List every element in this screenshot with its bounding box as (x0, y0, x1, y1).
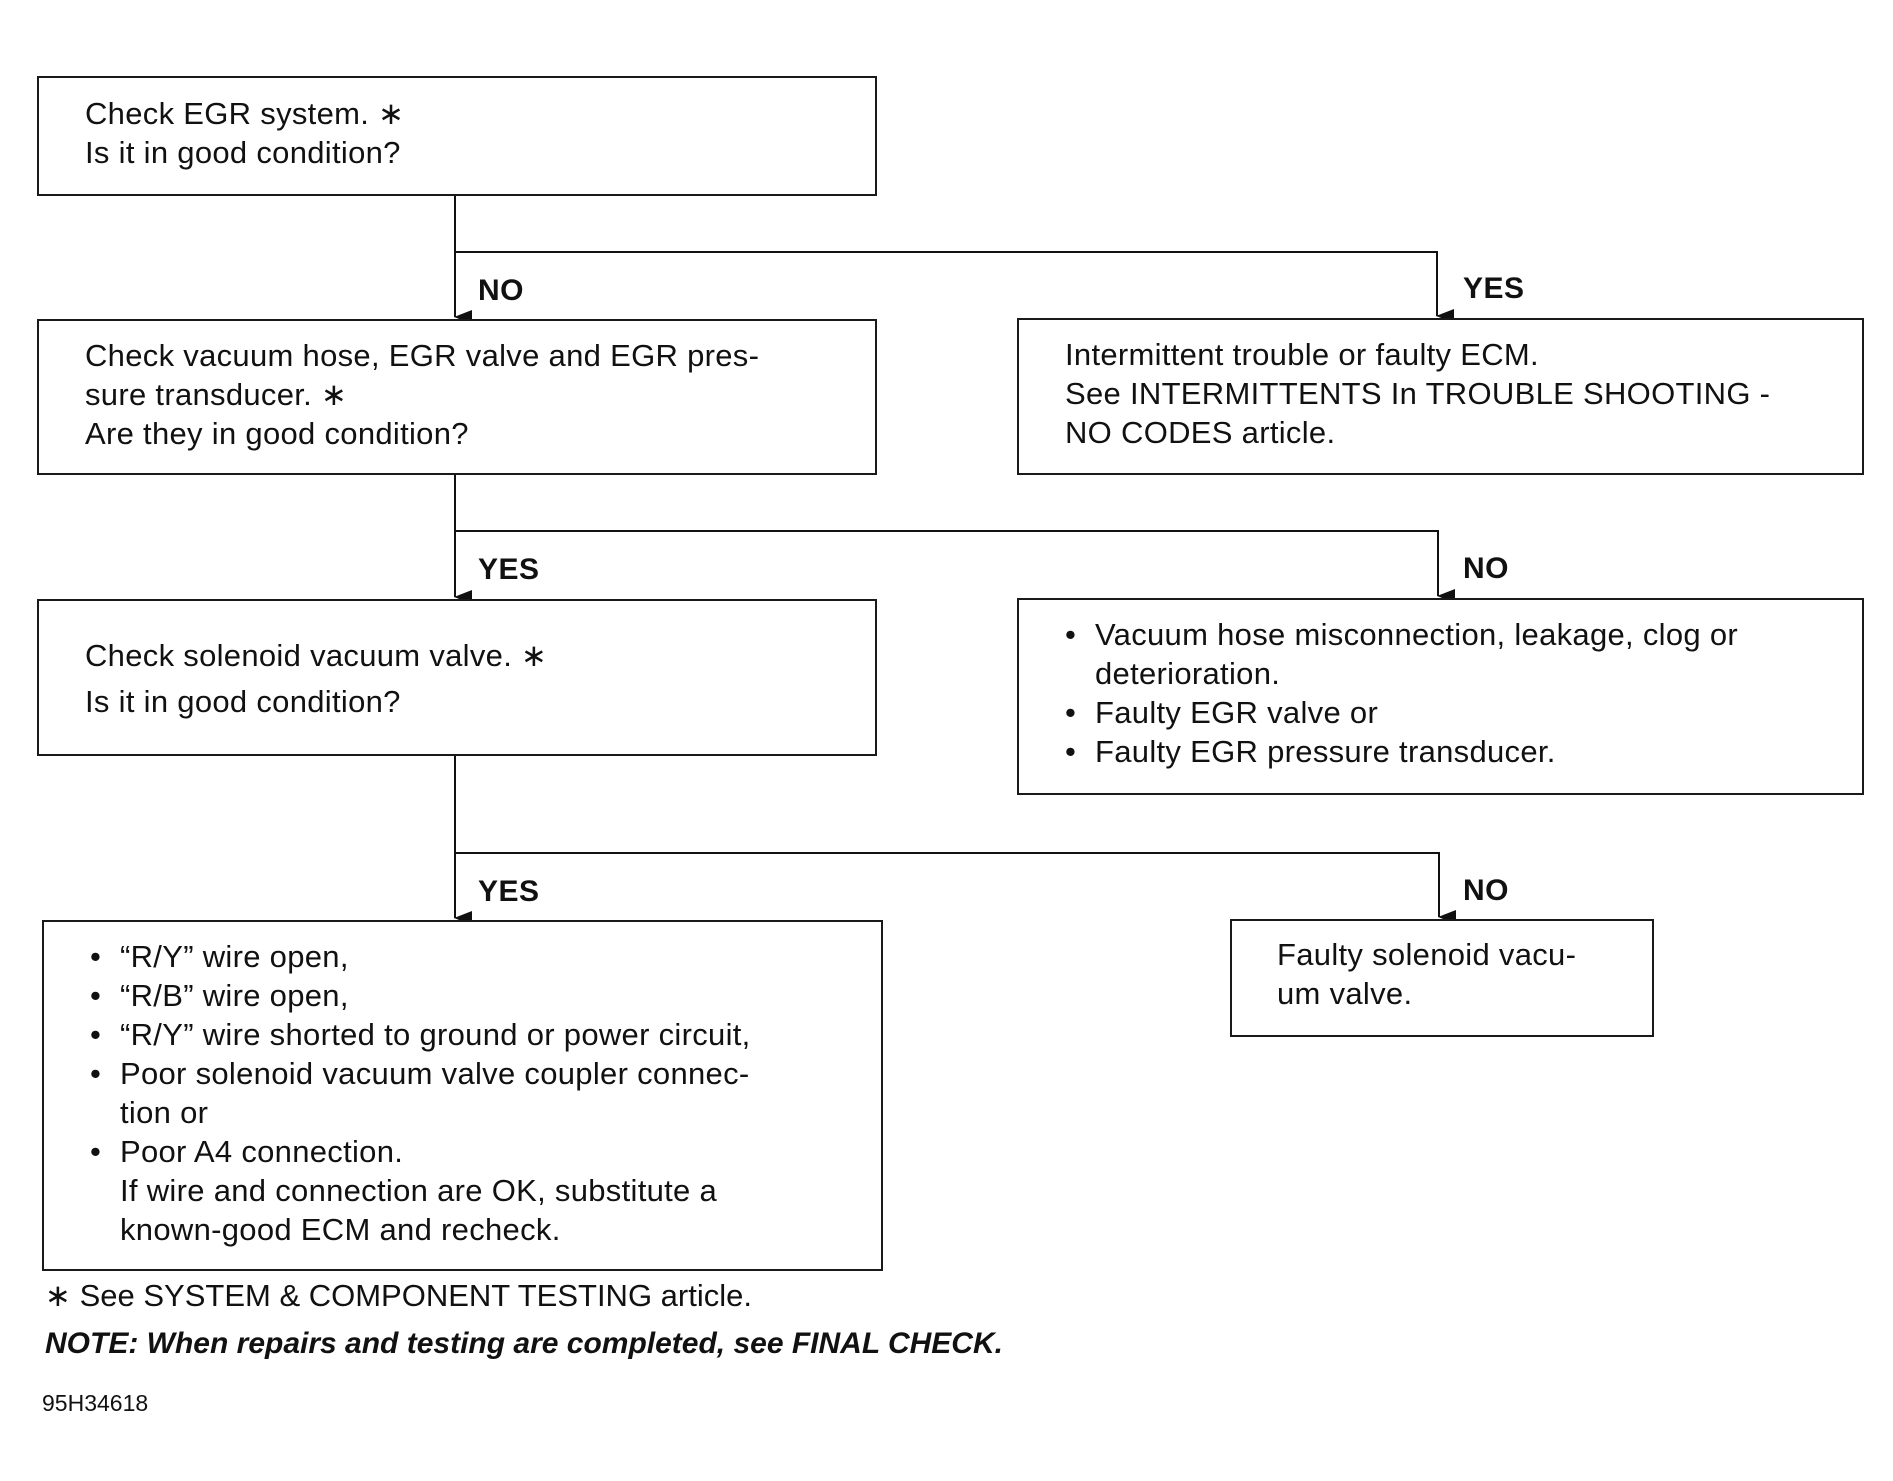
box-text-line: um valve. (1277, 976, 1413, 1011)
list-item: • Faulty EGR pressure transducer. (1065, 732, 1862, 771)
connector-solenoid-to-fault (455, 852, 1456, 924)
box-text-line: See INTERMITTENTS In TROUBLE SHOOTING - (1065, 376, 1771, 411)
box-text-line: Check vacuum hose, EGR valve and EGR pre… (85, 338, 760, 373)
list-item: • Poor solenoid vacuum valve coupler con… (90, 1054, 881, 1132)
connector-vacuum-to-faults (455, 530, 1455, 603)
branch-label-no: NO (478, 274, 524, 307)
bullet-icon: • (1065, 734, 1077, 769)
fault-list: • “R/Y” wire open, • “R/B” wire open, • … (90, 937, 881, 1249)
list-item: • “R/B” wire open, (90, 976, 881, 1015)
list-item-continuation: tion or (120, 1095, 209, 1130)
list-item: • Faulty EGR valve or (1065, 693, 1862, 732)
solenoid-fault-box: Faulty solenoid vacu- um valve. (1230, 919, 1654, 1037)
box-text-line: Intermittent trouble or faulty ECM. (1065, 337, 1539, 372)
list-item-text: Poor A4 connection. (120, 1134, 404, 1169)
vacuum-faults-box: • Vacuum hose misconnection, leakage, cl… (1017, 598, 1864, 795)
branch-label-no: NO (1463, 552, 1509, 585)
branch-label-no: NO (1463, 874, 1509, 907)
list-item-text: “R/Y” wire shorted to ground or power ci… (120, 1017, 751, 1052)
vacuum-hose-check-box: Check vacuum hose, EGR valve and EGR pre… (37, 319, 877, 475)
wire-faults-box: • “R/Y” wire open, • “R/B” wire open, • … (42, 920, 883, 1271)
fault-list: • Vacuum hose misconnection, leakage, cl… (1065, 615, 1862, 771)
list-item: • Vacuum hose misconnection, leakage, cl… (1065, 615, 1862, 693)
list-item: • Poor A4 connection. If wire and connec… (90, 1132, 881, 1249)
connector-egr-to-intermittent (455, 251, 1454, 323)
bullet-icon: • (90, 1056, 102, 1091)
branch-label-yes: YES (478, 875, 540, 908)
bullet-icon: • (90, 1134, 102, 1169)
final-check-note: NOTE: When repairs and testing are compl… (45, 1327, 1003, 1360)
bullet-icon: • (90, 939, 102, 974)
solenoid-valve-check-box: Check solenoid vacuum valve. ∗ Is it in … (37, 599, 877, 756)
list-item-continuation: If wire and connection are OK, substitut… (120, 1173, 718, 1208)
branch-label-yes: YES (1463, 272, 1525, 305)
list-item-text: Vacuum hose misconnection, leakage, clog… (1095, 617, 1739, 652)
box-text-line: sure transducer. ∗ (85, 377, 348, 412)
footnote: ∗ See SYSTEM & COMPONENT TESTING article… (45, 1278, 752, 1313)
bullet-icon: • (1065, 695, 1077, 730)
list-item-continuation: known-good ECM and recheck. (120, 1212, 561, 1247)
box-text-line: Faulty solenoid vacu- (1277, 937, 1577, 972)
list-item-text: Poor solenoid vacuum valve coupler conne… (120, 1056, 750, 1091)
bullet-icon: • (90, 1017, 102, 1052)
list-item-text: Faulty EGR pressure transducer. (1095, 734, 1556, 769)
egr-system-check-box: Check EGR system. ∗ Is it in good condit… (37, 76, 877, 196)
box-text-line: Are they in good condition? (85, 416, 469, 451)
list-item: • “R/Y” wire open, (90, 937, 881, 976)
branch-label-yes: YES (478, 553, 540, 586)
list-item-continuation: deterioration. (1095, 656, 1281, 691)
list-item: • “R/Y” wire shorted to ground or power … (90, 1015, 881, 1054)
figure-id: 95H34618 (42, 1390, 149, 1416)
list-item-text: “R/B” wire open, (120, 978, 349, 1013)
box-text-line: Check solenoid vacuum valve. ∗ (85, 638, 548, 673)
bullet-icon: • (1065, 617, 1077, 652)
box-text-line: Is it in good condition? (85, 684, 401, 719)
bullet-icon: • (90, 978, 102, 1013)
box-text-line: Check EGR system. ∗ (85, 96, 405, 131)
list-item-text: Faulty EGR valve or (1095, 695, 1379, 730)
box-text-line: NO CODES article. (1065, 415, 1336, 450)
intermittent-trouble-box: Intermittent trouble or faulty ECM. See … (1017, 318, 1864, 475)
box-text-line: Is it in good condition? (85, 135, 401, 170)
list-item-text: “R/Y” wire open, (120, 939, 349, 974)
